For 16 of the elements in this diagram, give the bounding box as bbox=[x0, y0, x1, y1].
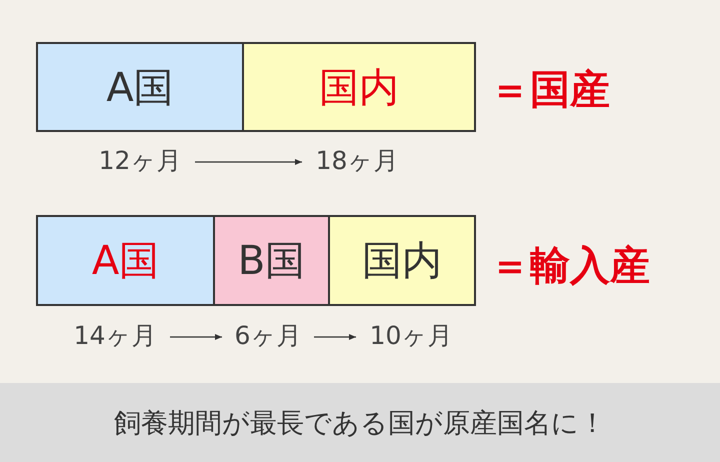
bar-segment: A国 bbox=[36, 215, 215, 306]
result-label: ＝輸入産 bbox=[490, 242, 650, 291]
arrow bbox=[170, 334, 222, 340]
duration-text: 12ヶ月 bbox=[85, 142, 195, 178]
result-label: ＝国産 bbox=[490, 66, 610, 115]
bar-segment: 国内 bbox=[242, 42, 476, 132]
duration-text: 18ヶ月 bbox=[302, 142, 412, 178]
arrow bbox=[314, 334, 356, 340]
bar-segment: B国 bbox=[213, 215, 330, 306]
conclusion-banner: 飼養期間が最長である国が原産国名に！ bbox=[0, 383, 720, 462]
duration-text: 10ヶ月 bbox=[356, 317, 466, 353]
bar-segment: 国内 bbox=[328, 215, 476, 306]
bar-segment: A国 bbox=[36, 42, 244, 132]
arrow bbox=[195, 159, 302, 165]
duration-text: 14ヶ月 bbox=[60, 317, 170, 353]
duration-text: 6ヶ月 bbox=[222, 317, 314, 353]
